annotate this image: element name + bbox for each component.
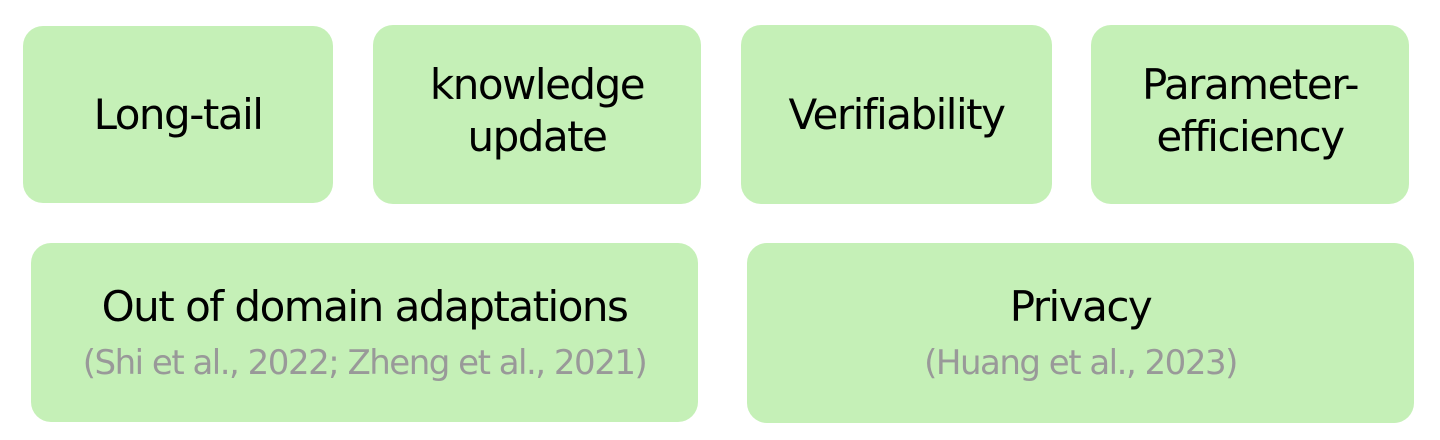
out-of-domain-citation: (Shi et al., 2022; Zheng et al., 2021)	[82, 342, 648, 383]
privacy-citation: (Huang et al., 2023)	[924, 343, 1238, 383]
parameter-efficiency-label: Parameter- efficiency	[1142, 59, 1359, 161]
verifiability-box: Verifiability	[741, 25, 1052, 204]
long-tail-label: Long-tail	[93, 89, 264, 139]
out-of-domain-adaptations-label: Out of domain adaptations	[101, 281, 629, 331]
verifiability-label: Verifiability	[788, 89, 1006, 139]
knowledge-update-box: knowledge update	[373, 25, 701, 204]
out-of-domain-adaptations-box: Out of domain adaptations (Shi et al., 2…	[31, 243, 698, 422]
privacy-box: Privacy (Huang et al., 2023)	[747, 243, 1414, 423]
privacy-label: Privacy	[1009, 282, 1153, 331]
long-tail-box: Long-tail	[23, 26, 333, 203]
knowledge-update-label: knowledge update	[429, 59, 646, 161]
parameter-efficiency-box: Parameter- efficiency	[1091, 25, 1409, 204]
